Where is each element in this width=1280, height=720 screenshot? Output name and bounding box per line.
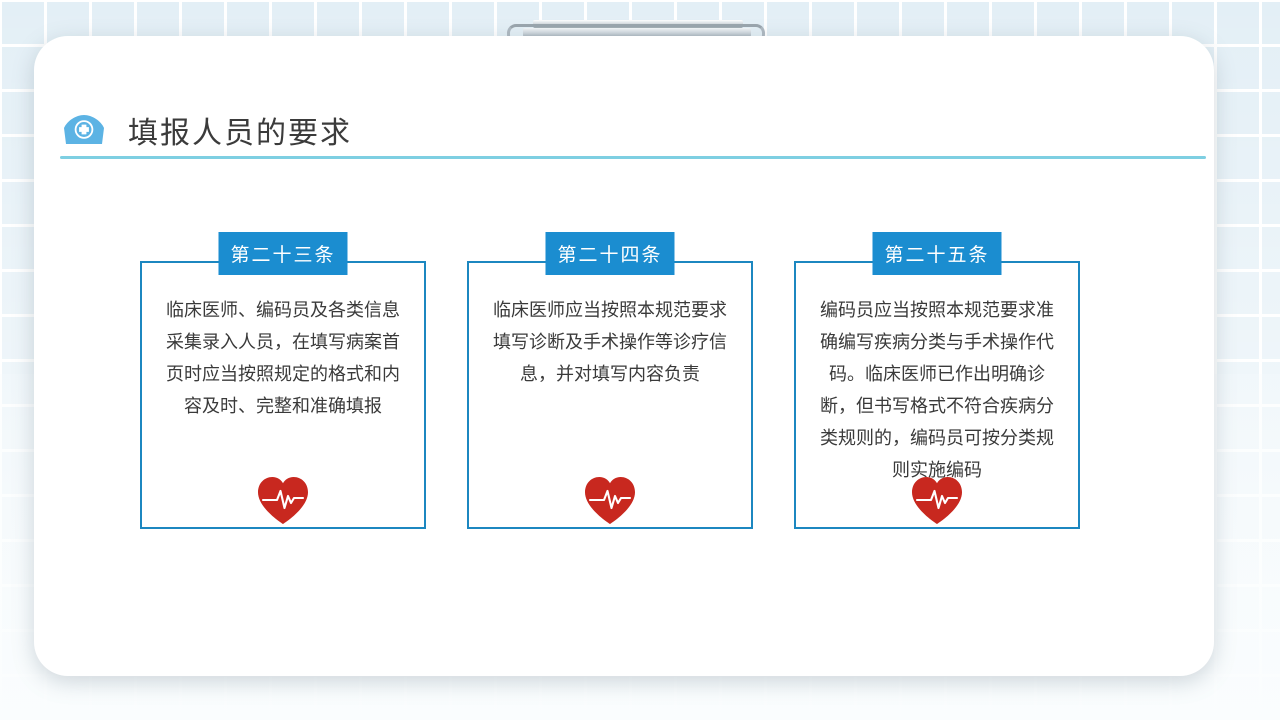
articles-container: 第二十三条 临床医师、编码员及各类信息采集录入人员，在填写病案首页时应当按照规定… [140,232,1140,602]
heartbeat-icon [585,477,635,524]
title-divider [60,156,1206,159]
slide-header: 填报人员的要求 [62,108,352,152]
article-column: 第二十三条 临床医师、编码员及各类信息采集录入人员，在填写病案首页时应当按照规定… [140,232,426,562]
article-tab-25[interactable]: 第二十五条 [872,232,1002,275]
article-column: 第二十五条 编码员应当按照本规范要求准确编写疾病分类与手术操作代码。临床医师已作… [794,232,1080,562]
clip-plate-mid [523,28,751,37]
article-tab-23[interactable]: 第二十三条 [218,232,348,275]
slide-card: 填报人员的要求 第二十三条 临床医师、编码员及各类信息采集录入人员，在填写病案首… [34,36,1214,676]
article-column: 第二十四条 临床医师应当按照本规范要求填写诊断及手术操作等诊疗信息，并对填写内容… [467,232,753,562]
nurse-cap-icon [64,115,104,144]
heartbeat-icon [258,477,308,524]
article-body-25: 编码员应当按照本规范要求准确编写疾病分类与手术操作代码。临床医师已作出明确诊断，… [820,300,1054,480]
article-tab-24[interactable]: 第二十四条 [545,232,675,275]
heartbeat-icon [912,477,962,524]
page-title: 填报人员的要求 [128,117,352,150]
article-body-23: 临床医师、编码员及各类信息采集录入人员，在填写病案首页时应当按照规定的格式和内容… [166,300,400,416]
article-body-24: 临床医师应当按照本规范要求填写诊断及手术操作等诊疗信息，并对填写内容负责 [493,300,727,384]
